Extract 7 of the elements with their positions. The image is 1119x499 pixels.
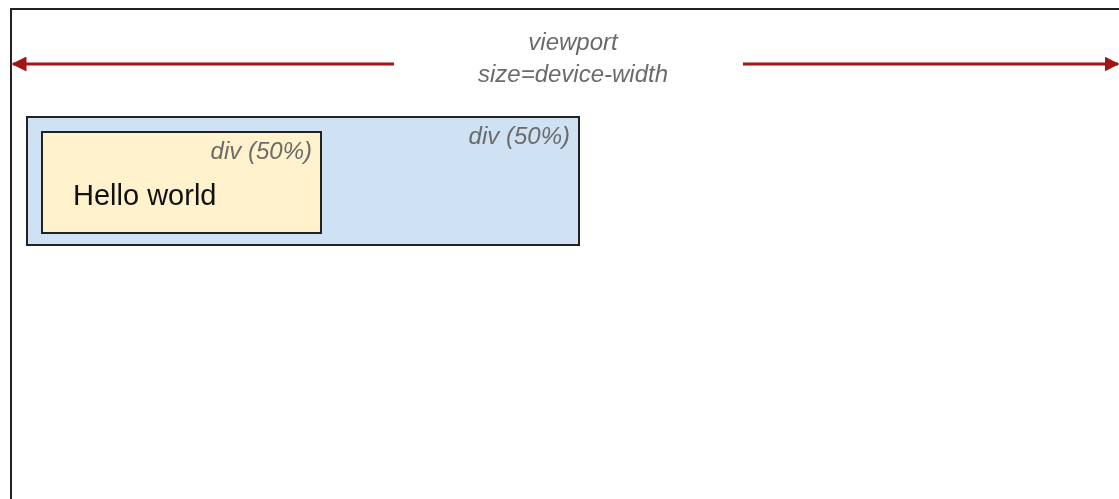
- body-text: Hello world: [73, 179, 217, 212]
- dimension-label: viewport size=device-width: [476, 27, 670, 89]
- viewport-frame: [10, 8, 1119, 499]
- box-caption: div (50%): [210, 137, 312, 165]
- box-caption: div (50%): [468, 122, 570, 150]
- inner-div-box: [41, 131, 322, 234]
- outer-div-box: [26, 116, 580, 246]
